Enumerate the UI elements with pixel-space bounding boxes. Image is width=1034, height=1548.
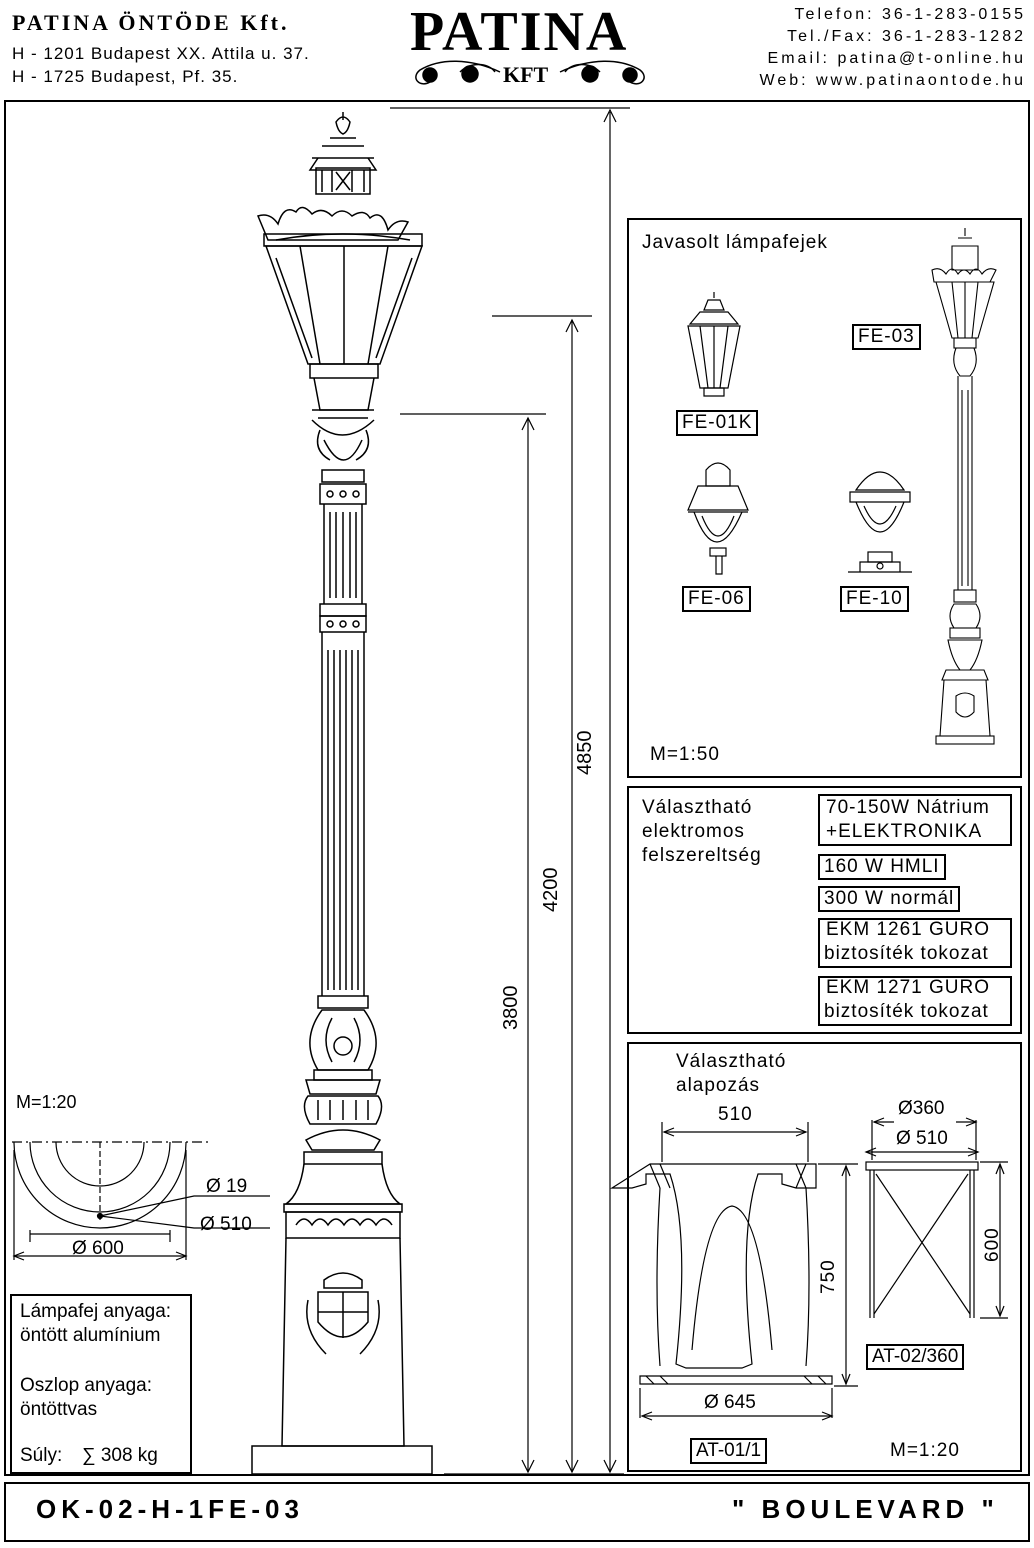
electrical-panel [627, 786, 1022, 1034]
product-code: OK-02-H-1FE-03 [36, 1494, 304, 1524]
materials-box [10, 1294, 192, 1474]
label-fe01k: FE-01K [676, 410, 759, 436]
dim-at02-510: Ø 510 [896, 1128, 948, 1149]
foundation-title-2: alapozás [676, 1075, 761, 1096]
foundation-panel [627, 1042, 1022, 1472]
contact-web: Web: www.patinaontode.hu [759, 72, 1026, 89]
option-ekm1261-line1: EKM 1261 GURO [826, 919, 990, 940]
lamp-post-fe03-small [931, 228, 997, 745]
dim-d510: Ø 510 [200, 1214, 252, 1235]
electrical-title-1: Választható [642, 797, 753, 818]
pole-material-value: öntöttvas [20, 1399, 98, 1420]
lamp-head-fe06 [687, 462, 749, 575]
option-normal: 300 W normál [818, 886, 961, 912]
pole-material-label: Oszlop anyaga: [20, 1375, 153, 1396]
logo-subtitle: KFT [503, 62, 549, 87]
weight-value: ∑ 308 kg [82, 1445, 158, 1466]
head-material-label: Lámpafej anyaga: [20, 1301, 172, 1322]
option-sodium-line2: +ELEKTRONIKA [826, 821, 983, 842]
option-ekm1261-line2: biztosíték tokozat [824, 943, 989, 964]
drawing-frame [4, 100, 1030, 1476]
lamp-head-fe10 [848, 471, 912, 573]
logo-ornament-icon [415, 60, 645, 85]
dim-low-height: 3800 [500, 985, 522, 1031]
foundation-at02 [864, 1117, 1008, 1319]
option-ekm1271-line2: biztosíték tokozat [824, 1001, 989, 1022]
option-sodium [818, 794, 1012, 846]
footer-frame [4, 1482, 1030, 1542]
address-line-1: H - 1201 Budapest XX. Attila u. 37. [12, 44, 310, 63]
lamp-head-fe01k [687, 292, 741, 397]
main-lamp-post [251, 112, 433, 1475]
head-material-value: öntött alumínium [20, 1325, 161, 1346]
dim-d600: Ø 600 [72, 1238, 124, 1259]
address-line-2: H - 1725 Budapest, Pf. 35. [12, 67, 239, 86]
contact-fax: Tel./Fax: 36-1-283-1282 [787, 28, 1026, 45]
label-fe03: FE-03 [852, 324, 921, 350]
code-at02: AT-02/360 [866, 1344, 965, 1370]
dimension-lines-main [390, 107, 630, 1475]
logo-title: PATINA [410, 1, 629, 63]
option-sodium-line1: 70-150W Nátrium [826, 797, 990, 818]
label-fe06: FE-06 [682, 586, 751, 612]
electrical-title-2: elektromos [642, 821, 745, 842]
foundation-scale: M=1:20 [890, 1440, 960, 1461]
label-fe10: FE-10 [840, 586, 909, 612]
product-name: " BOULEVARD " [732, 1494, 999, 1524]
company-name: PATINA ÖNTÖDE Kft. [12, 10, 290, 35]
dim-at01-510: 510 [718, 1104, 753, 1125]
base-plan-view [12, 1141, 270, 1261]
dim-d19: Ø 19 [206, 1176, 248, 1197]
contact-email: Email: patina@t-online.hu [767, 50, 1026, 67]
option-ekm1271 [818, 976, 1012, 1026]
option-ekm1271-line1: EKM 1271 GURO [826, 977, 990, 998]
contact-phone: Telefon: 36-1-283-0155 [794, 6, 1026, 23]
heads-panel [627, 218, 1022, 778]
foundation-title-1: Választható [676, 1051, 787, 1072]
heads-title: Javasolt lámpafejek [642, 232, 828, 253]
dim-at02-360: Ø360 [898, 1098, 945, 1119]
main-scale: M=1:20 [16, 1092, 77, 1112]
weight-label: Súly: [20, 1445, 63, 1466]
dim-mid-height: 4200 [540, 867, 562, 913]
option-hmli: 160 W HMLI [818, 854, 946, 880]
foundation-at01 [609, 1122, 858, 1421]
dim-at02-600: 600 [982, 1227, 1003, 1262]
dim-total-height: 4850 [574, 730, 596, 776]
dim-at01-645: Ø 645 [704, 1392, 756, 1413]
option-ekm1261 [818, 918, 1012, 968]
dim-at01-750: 750 [818, 1259, 839, 1294]
code-at01: AT-01/1 [690, 1438, 768, 1464]
electrical-title-3: felszereltség [642, 845, 762, 866]
heads-scale: M=1:50 [650, 744, 720, 765]
